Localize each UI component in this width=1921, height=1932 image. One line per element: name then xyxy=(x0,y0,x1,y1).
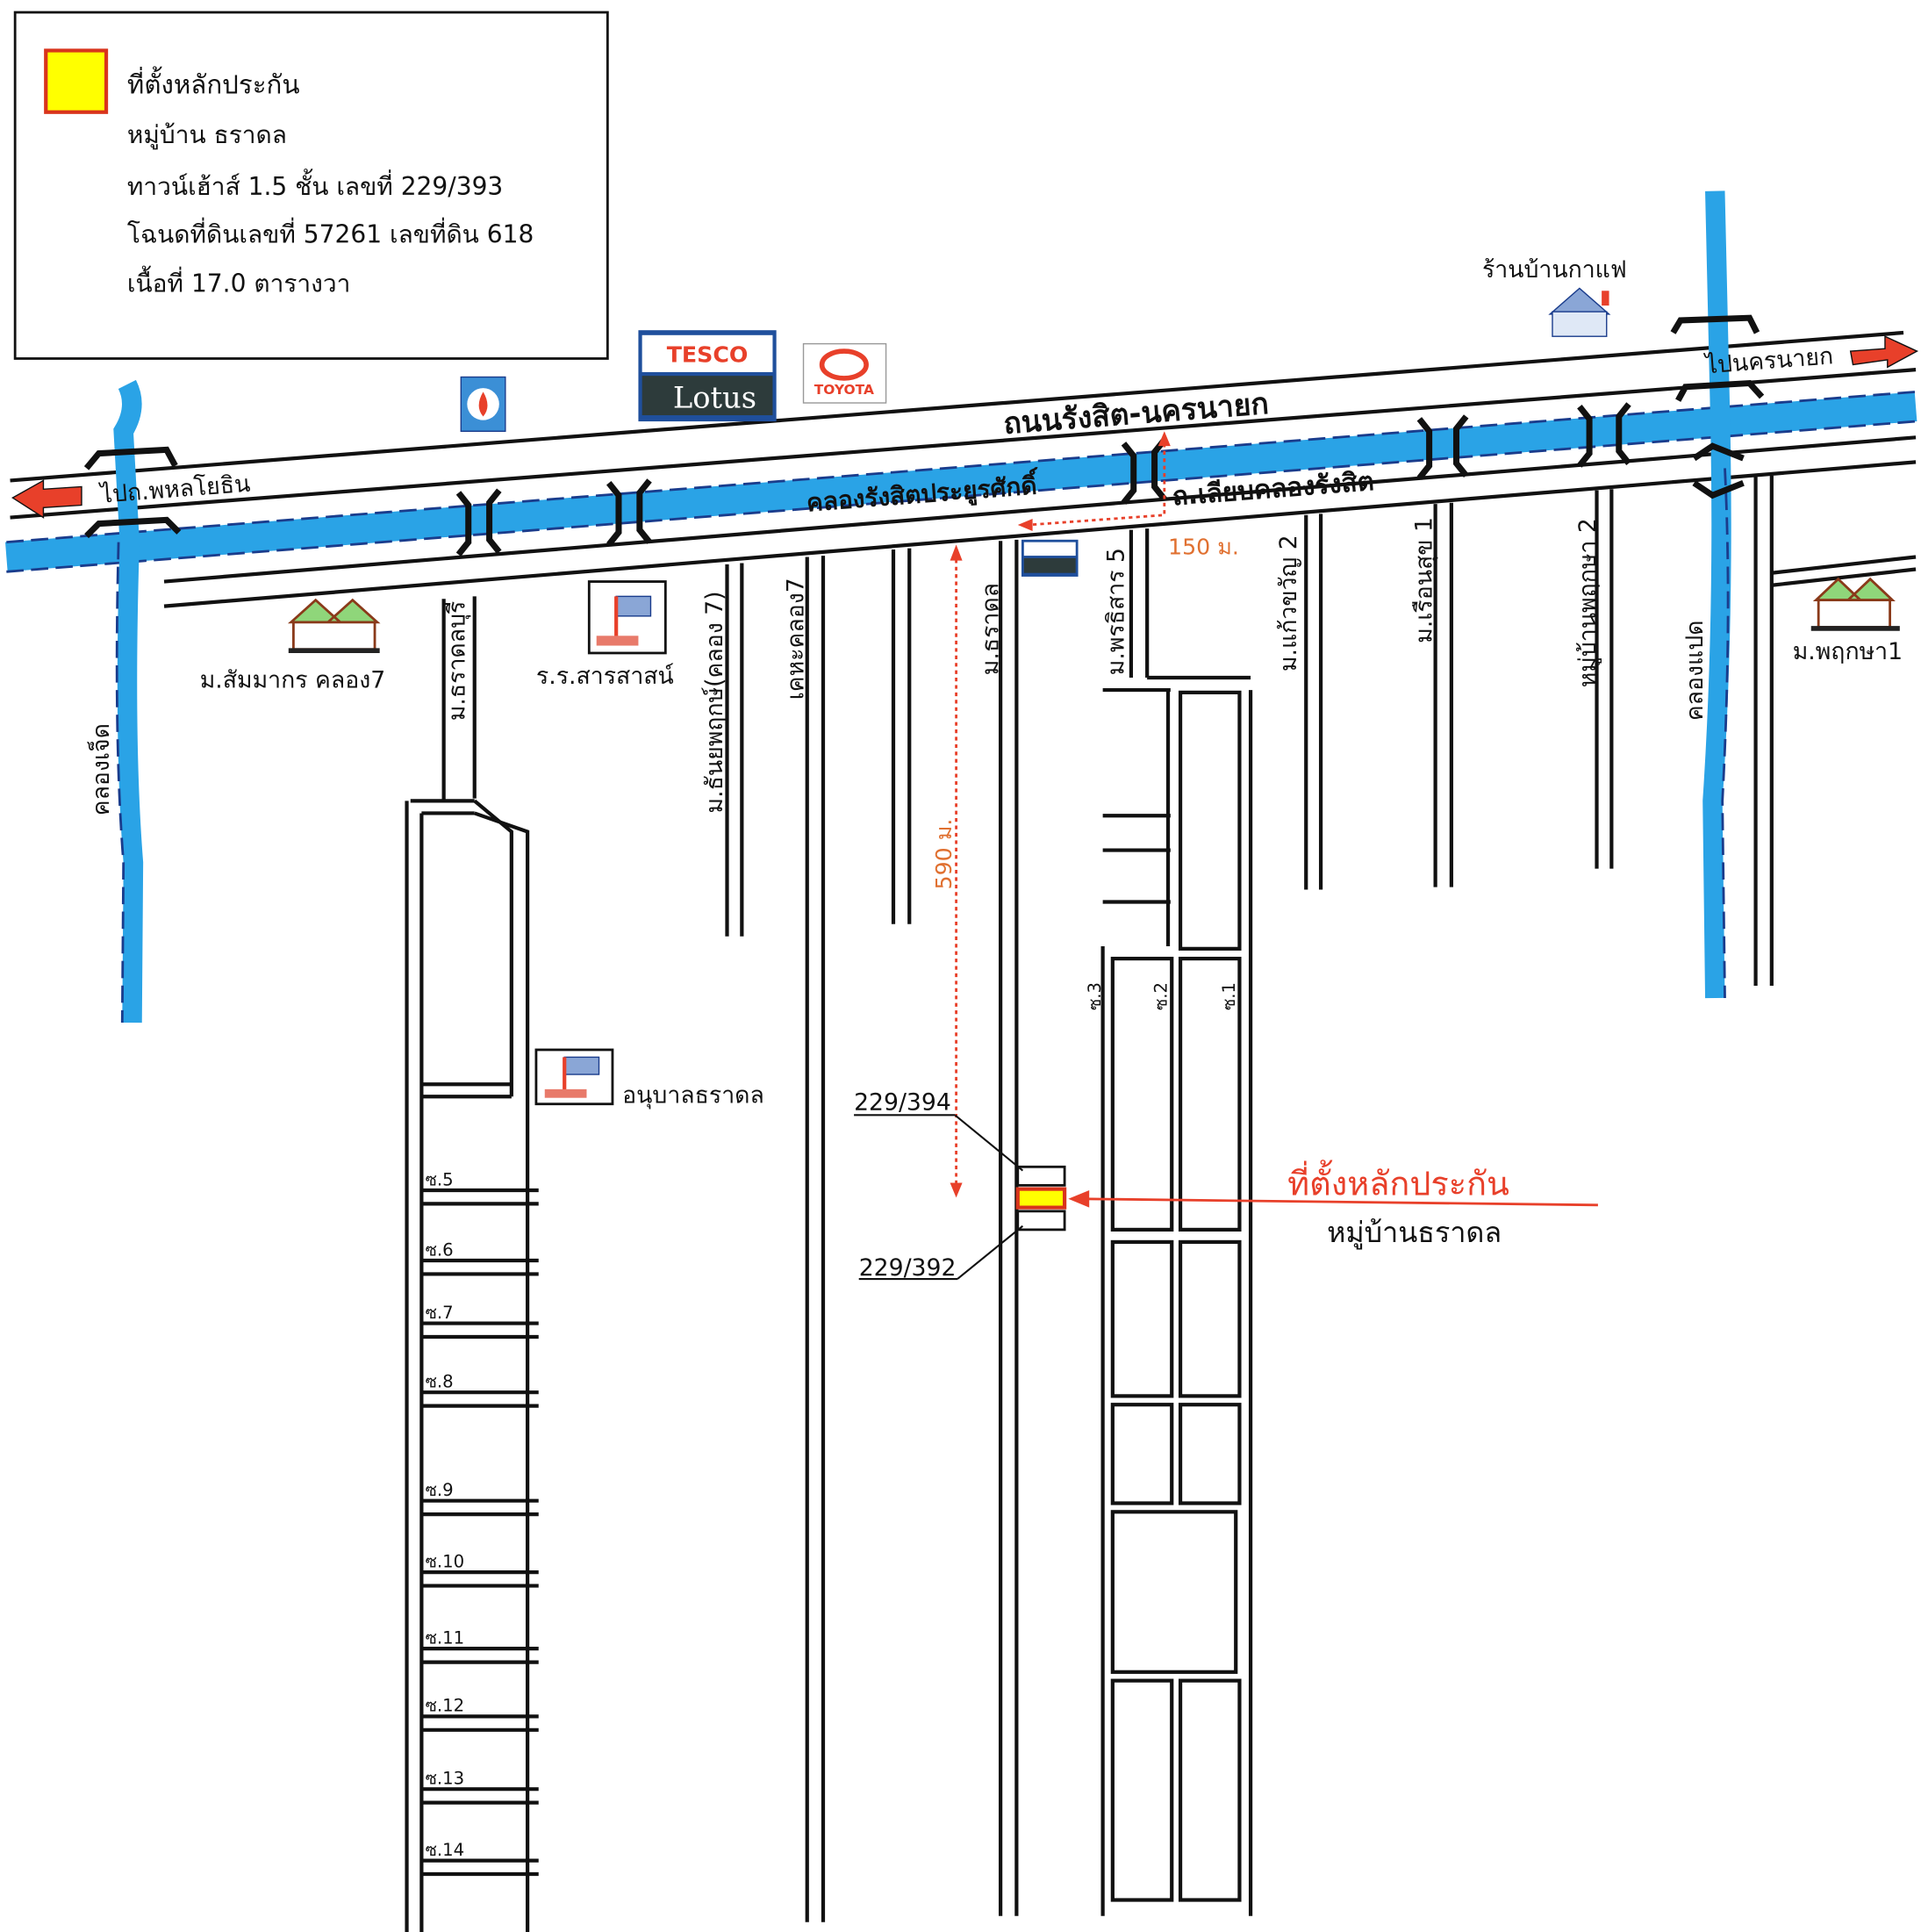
street-label: ม.พรธิสาร 5 xyxy=(1102,548,1129,675)
soi-label: ซ.8 xyxy=(426,1372,454,1392)
soi-label: ซ.13 xyxy=(426,1769,465,1789)
sammakorn-label: ม.สัมมากร คลอง7 xyxy=(200,666,386,693)
soi-label: ซ.11 xyxy=(426,1628,465,1648)
soi-label: ซ.5 xyxy=(426,1169,454,1189)
klong-7-canal xyxy=(113,379,144,1023)
legend-line: โฉนดที่ดินเลขที่ 57261 เลขที่ดิน 618 xyxy=(127,218,534,249)
soi-lines xyxy=(421,1188,539,1877)
soi-label: ซ.10 xyxy=(426,1552,465,1572)
to-phahonyothin-sign: ไปถ.พหลโยธิน xyxy=(11,470,251,519)
property-marker[interactable] xyxy=(1015,1165,1067,1232)
bridges xyxy=(83,314,1765,557)
lotus-label: Lotus xyxy=(673,381,756,415)
kindergarten-label: อนุบาลธราดล xyxy=(622,1081,764,1109)
house-number-north: 229/394 xyxy=(854,1089,951,1117)
school-flag-icon xyxy=(587,580,667,655)
soi-label: ซ.7 xyxy=(426,1303,454,1323)
target-property[interactable] xyxy=(1015,1187,1067,1210)
street-label: ม.เรือนสุข 1 xyxy=(1410,517,1437,643)
rangsit-canal xyxy=(5,390,1917,573)
street-label: ม.ธราดล xyxy=(977,583,1004,675)
house-number-south: 229/392 xyxy=(859,1254,957,1282)
toyota-logo: TOYOTA xyxy=(802,342,887,404)
legend-line: ทาวน์เฮ้าส์ 1.5 ชั้น เลขที่ 229/393 xyxy=(127,169,503,201)
street-label: หมู่บ้านพฤกษา 2 xyxy=(1574,518,1602,687)
soi-label: ซ.14 xyxy=(426,1840,465,1860)
legend-line: เนื้อที่ 17.0 ตารางวา xyxy=(127,266,350,298)
soi-label: ซ.12 xyxy=(426,1696,465,1716)
pruksa1-label: ม.พฤกษา1 xyxy=(1793,638,1903,665)
leader-line xyxy=(954,1114,1024,1172)
inner-soi-label: ซ.2 xyxy=(1151,982,1172,1010)
inner-soi-label: ซ.3 xyxy=(1085,982,1105,1010)
legend-title: ที่ตั้งหลักประกัน xyxy=(127,67,300,100)
target-title: ที่ตั้งหลักประกัน xyxy=(1287,1160,1509,1203)
sammakorn-house-icon xyxy=(287,598,381,653)
ptt-station-icon xyxy=(460,376,506,432)
inner-soi-label: ซ.1 xyxy=(1219,982,1239,1010)
street-label: เคหะคลอง7 xyxy=(783,578,810,700)
tesco-label: TESCO xyxy=(667,342,749,368)
main-road xyxy=(10,330,1917,520)
street-label: คลองแปด xyxy=(1681,621,1709,722)
legend-box: ที่ตั้งหลักประกัน หมู่บ้าน ธราดล ทาวน์เฮ… xyxy=(13,11,609,360)
klong-8-canal xyxy=(1702,190,1731,999)
village-grid xyxy=(1100,687,1253,1916)
toyota-label: TOYOTA xyxy=(814,382,874,398)
street-label: คลองเจ็ด xyxy=(86,723,115,815)
cafe-house-icon xyxy=(1548,287,1611,337)
street-label: ม.ธราดลบุรี xyxy=(444,601,471,721)
small-tesco-lotus-logo xyxy=(1021,539,1079,577)
target-pointer-line xyxy=(1084,1197,1598,1207)
legend-marker-swatch xyxy=(44,48,109,114)
distance-150-label: 150 ม. xyxy=(1168,535,1239,560)
soi-label: ซ.9 xyxy=(426,1480,454,1500)
distance-150-route xyxy=(1029,443,1166,527)
pruksa1-house-icon xyxy=(1810,577,1900,631)
leader-line xyxy=(957,1225,1024,1280)
target-subtitle: หมู่บ้านธราดล xyxy=(1327,1216,1502,1250)
soi-label: ซ.6 xyxy=(426,1239,454,1260)
school-label: ร.ร.สารสาสน์ xyxy=(536,663,674,690)
klong-8-canal-border xyxy=(1721,468,1730,999)
klong-7-canal-border xyxy=(115,542,125,1023)
cafe-label: ร้านบ้านกาแฟ xyxy=(1482,256,1627,284)
distance-590-label: 590 ม. xyxy=(931,819,957,890)
street-label: ม.ธันยพฤกษ์(คลอง 7) xyxy=(701,591,728,813)
legend-line: หมู่บ้าน ธราดล xyxy=(127,120,287,150)
street-label: ม.แก้วขวัญ 2 xyxy=(1275,535,1302,672)
kindergarten-flag-icon xyxy=(534,1048,614,1106)
target-arrow-icon xyxy=(1068,1189,1090,1208)
tesco-lotus-logo: TESCO Lotus xyxy=(638,330,777,422)
